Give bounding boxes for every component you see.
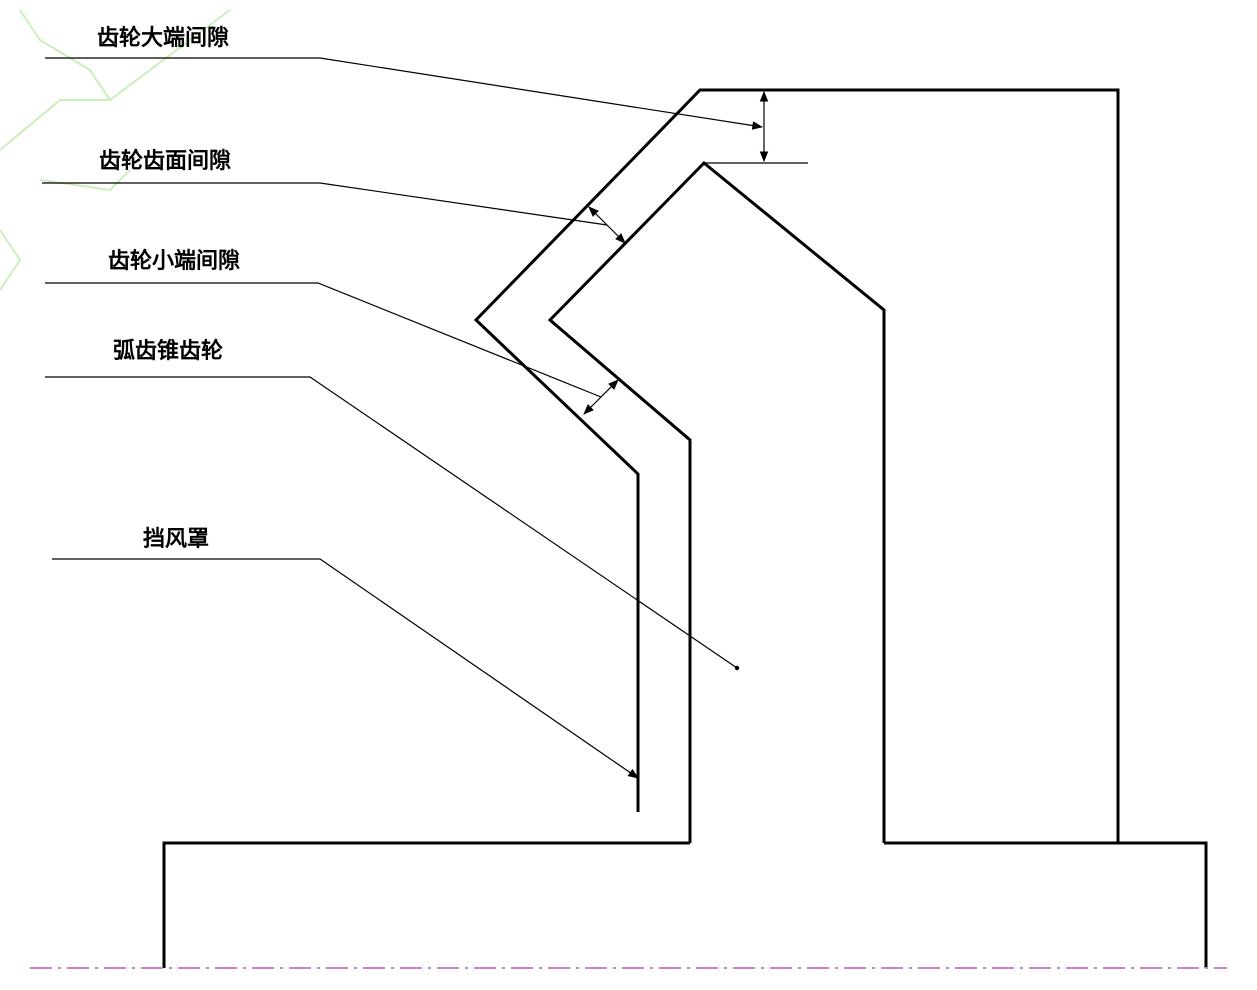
base-plate-outline [162,841,690,968]
bevel-gear-leader [45,376,738,669]
bevel-gear-leader-dot [734,665,740,671]
base-plate-outline-right [884,841,1208,968]
large-end-gap-leader [45,57,764,130]
small-end-gap-leader [45,282,602,398]
tooth-face-gap-leader [42,182,608,226]
wind-shield-outline [473,88,1120,843]
large-end-gap-label: 齿轮大端间隙 [97,25,229,51]
tooth-face-gap-label: 齿轮齿面间隙 [99,148,231,174]
wind-shield-label: 挡风罩 [143,527,209,552]
small-end-gap-label: 齿轮小端间隙 [108,248,240,274]
bevel-gear-label: 弧齿锥齿轮 [113,338,223,364]
wind-shield-leader [52,558,639,779]
bevel-gear-outline [547,160,886,843]
